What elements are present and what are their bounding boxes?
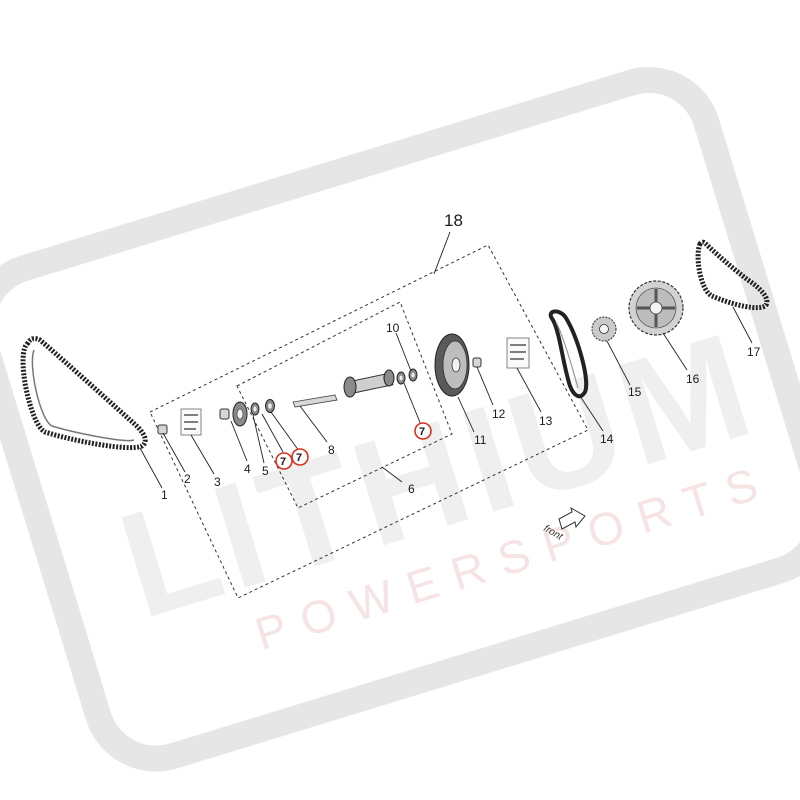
bearings-left <box>250 399 275 416</box>
highlighted-callouts-7: 7 7 7 <box>275 422 432 470</box>
watermark: LITHIUM POWERSPORTS <box>0 66 800 772</box>
hardware-kit-3 <box>180 408 202 436</box>
sprocket-small-4 <box>219 401 248 427</box>
callout-7-circle-c: 7 <box>414 422 432 440</box>
callout-numbers: 1 2 3 4 5 6 8 10 11 12 13 14 15 16 17 18 <box>161 211 761 502</box>
callout-16: 16 <box>686 372 700 386</box>
chain-left <box>20 336 148 451</box>
callout-7a: 7 <box>280 456 286 468</box>
belt-14 <box>548 309 589 399</box>
nut-12 <box>472 357 482 368</box>
hub-carrier <box>343 369 395 398</box>
callout-8: 8 <box>328 443 335 457</box>
callout-18: 18 <box>444 211 463 230</box>
callout-6: 6 <box>408 482 415 496</box>
callout-7b: 7 <box>296 452 302 464</box>
callout-10: 10 <box>386 321 400 335</box>
axle-shaft-8 <box>292 394 338 408</box>
callout-17: 17 <box>747 345 761 359</box>
callout-7c: 7 <box>419 426 425 438</box>
callout-3: 3 <box>214 475 221 489</box>
callout-7-circle-b: 7 <box>291 448 309 466</box>
front-arrow-icon <box>558 506 586 530</box>
callout-5: 5 <box>262 464 269 478</box>
subassembly-6-outline <box>236 301 453 509</box>
callout-7-circle-a: 7 <box>275 452 293 470</box>
callout-1: 1 <box>161 488 168 502</box>
sprocket-drive-15 <box>591 316 617 342</box>
sprocket-rear-16 <box>628 280 684 336</box>
callout-4: 4 <box>244 462 251 476</box>
callout-11: 11 <box>474 433 487 447</box>
leader-lines <box>139 231 753 489</box>
callout-2: 2 <box>184 472 191 486</box>
sprocket-large-11 <box>434 333 470 397</box>
callout-15: 15 <box>628 385 642 399</box>
bearings-right <box>396 368 418 385</box>
callout-14: 14 <box>600 432 614 446</box>
callout-12: 12 <box>492 407 506 421</box>
callout-13: 13 <box>539 414 553 428</box>
assembly-18-outline <box>149 244 589 599</box>
hardware-kit-13 <box>506 337 530 369</box>
spacer <box>157 424 168 435</box>
